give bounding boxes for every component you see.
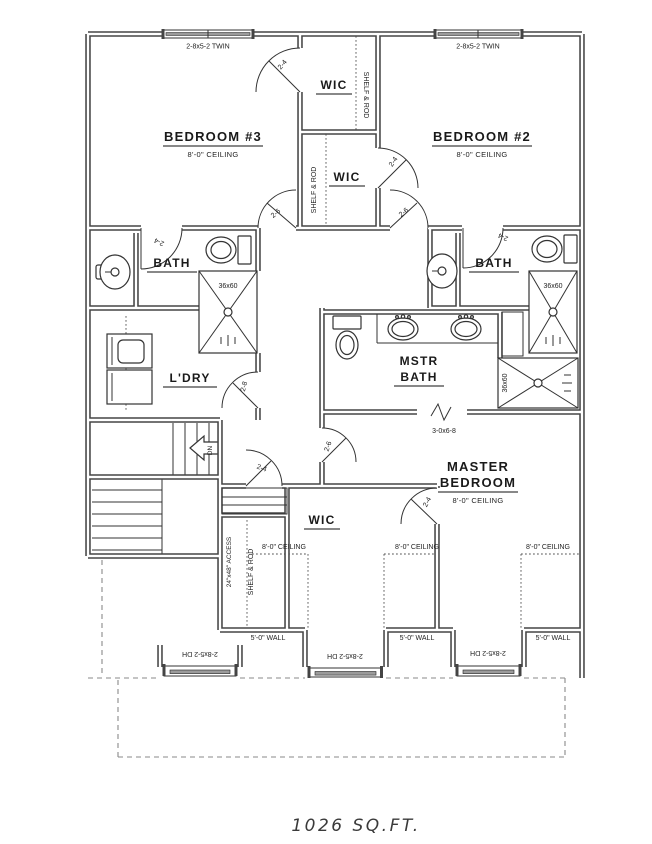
sink-bath-right bbox=[426, 253, 458, 289]
ceiling-break-lines bbox=[252, 553, 580, 628]
stairs-down-label: DN bbox=[207, 446, 214, 456]
opening-size-label: 3-0x6-8 bbox=[432, 428, 456, 435]
knee-wall-label: 5'-0" WALL bbox=[400, 635, 435, 642]
ceiling-break-label: 8'-0" CEILING bbox=[395, 544, 439, 551]
door-size-label: 2-4 bbox=[153, 236, 165, 247]
ceiling-break-label: 8'-0" CEILING bbox=[526, 544, 570, 551]
toilet-bath-left bbox=[205, 235, 252, 265]
door-size-label: 2-4 bbox=[388, 156, 400, 168]
shower-right bbox=[528, 270, 578, 354]
dryer bbox=[106, 369, 153, 405]
toilet-master-bath bbox=[332, 315, 362, 360]
door-size-label: 2-4 bbox=[497, 231, 509, 242]
window-twin-left bbox=[161, 29, 255, 39]
attic-access-label: 24"x48" ACCESS bbox=[226, 536, 233, 587]
shelf-and-rod-label: SHELF & ROD bbox=[248, 549, 255, 596]
window-size-label: 2-8x5-2 DH bbox=[470, 649, 506, 656]
window-size-label: 2-8x5-2 TWIN bbox=[186, 44, 229, 51]
area-total-label: 1026 SQ.FT. bbox=[291, 816, 420, 836]
fixtures-layer bbox=[95, 234, 579, 515]
linen-closet-shelves bbox=[221, 487, 288, 515]
shelf-and-rod-label: SHELF & ROD bbox=[311, 167, 318, 214]
ceiling-label-master-bedroom: 8'-0" CEILING bbox=[453, 496, 504, 505]
sink-bath-left bbox=[95, 254, 131, 290]
knee-wall-label: 5'-0" WALL bbox=[251, 635, 286, 642]
window-dh-center bbox=[307, 666, 383, 678]
cased-opening-break bbox=[430, 402, 452, 422]
shower-size-label: 36x60 bbox=[543, 283, 562, 290]
room-label-bedroom-2: BEDROOM #2 bbox=[433, 129, 531, 144]
room-label-master-bedroom-2: BEDROOM bbox=[440, 475, 516, 490]
room-label-bath-right: BATH bbox=[475, 256, 512, 270]
bath-storage-closet bbox=[501, 311, 524, 357]
door-size-label: 2-4 bbox=[256, 464, 268, 474]
ceiling-label-bedroom-2: 8'-0" CEILING bbox=[457, 150, 508, 159]
door-swings bbox=[140, 47, 504, 525]
ceiling-break-label: 8'-0" CEILING bbox=[262, 544, 306, 551]
toilet-bath-right bbox=[531, 234, 578, 264]
walls-layer bbox=[85, 31, 585, 678]
ceiling-label-bedroom-3: 8'-0" CEILING bbox=[188, 150, 239, 159]
room-label-master-bedroom-1: MASTER bbox=[447, 459, 509, 474]
shower-size-label: 36x60 bbox=[502, 373, 509, 392]
shower-left bbox=[198, 270, 258, 354]
windows-layer bbox=[161, 29, 524, 678]
window-size-label: 2-8x5-2 DH bbox=[182, 650, 218, 657]
window-size-label: 2-8x5-2 DH bbox=[327, 652, 363, 659]
door-size-label: 2-6 bbox=[324, 441, 334, 453]
room-label-laundry: L'DRY bbox=[169, 371, 210, 385]
room-label-wic-master: WIC bbox=[309, 513, 336, 527]
door-size-label: 2-4 bbox=[422, 496, 433, 508]
room-label-master-bath-2: BATH bbox=[400, 370, 437, 384]
door-size-label: 2-6 bbox=[398, 207, 410, 219]
staircase bbox=[92, 423, 220, 556]
knee-wall-label: 5'-0" WALL bbox=[536, 635, 571, 642]
window-size-label: 2-8x5-2 TWIN bbox=[456, 44, 499, 51]
door-size-label: 2-6 bbox=[270, 208, 282, 220]
window-twin-right bbox=[433, 29, 524, 39]
room-label-master-bath-1: MSTR bbox=[400, 354, 439, 368]
room-label-bath-left: BATH bbox=[153, 256, 190, 270]
window-dh-left bbox=[162, 664, 238, 677]
door-size-label: 2-4 bbox=[277, 59, 289, 71]
shower-size-label: 36x60 bbox=[218, 283, 237, 290]
labels-layer: BEDROOM #3 8'-0" CEILING BEDROOM #2 8'-0… bbox=[147, 44, 571, 836]
roof-outline bbox=[88, 560, 566, 758]
washer bbox=[106, 333, 153, 369]
door-size-label: 2-8 bbox=[240, 381, 249, 393]
shower-master bbox=[497, 357, 579, 409]
room-label-wic-top: WIC bbox=[321, 78, 348, 92]
window-dh-right bbox=[455, 664, 522, 677]
room-label-bedroom-3: BEDROOM #3 bbox=[164, 129, 262, 144]
room-label-wic-mid: WIC bbox=[334, 170, 361, 184]
master-vanity bbox=[376, 314, 498, 344]
shelf-and-rod-label: SHELF & ROD bbox=[362, 72, 369, 119]
stairs-down-arrow bbox=[189, 434, 220, 462]
